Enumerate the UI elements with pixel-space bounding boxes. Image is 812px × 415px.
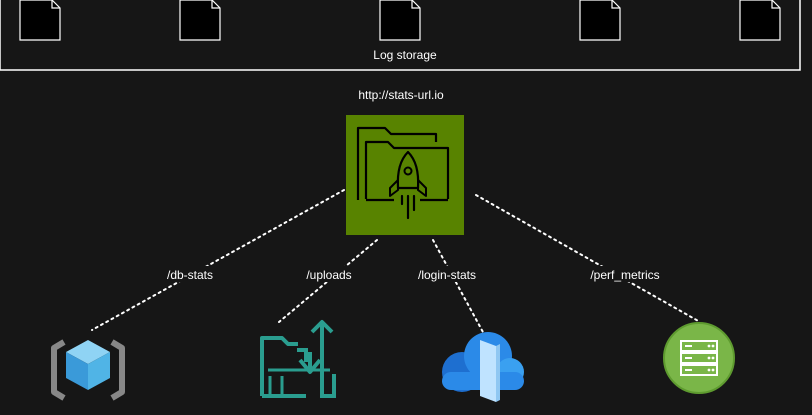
route-label-perf-metrics: /perf_metrics: [590, 268, 659, 282]
cube-icon[interactable]: [51, 339, 125, 401]
file-icon[interactable]: [19, 0, 61, 41]
route-label-login-stats: /login-stats: [418, 268, 476, 282]
service-url-label: http://stats-url.io: [358, 88, 444, 102]
route-label-bg: [303, 266, 355, 282]
edge-db-stats: [91, 189, 345, 331]
cloud-icon[interactable]: [442, 332, 524, 402]
route-label-bg: [588, 266, 662, 282]
file-icon[interactable]: [739, 0, 781, 41]
edge-login-stats: [432, 239, 485, 335]
edge-perf-metrics: [475, 194, 701, 323]
route-label-uploads: /uploads: [306, 268, 351, 282]
folder-rocket-icon[interactable]: [346, 115, 464, 235]
log-storage-container[interactable]: [0, 0, 801, 71]
log-storage-label: Log storage: [373, 48, 437, 62]
file-icon[interactable]: [379, 0, 421, 41]
route-label-bg: [162, 266, 218, 282]
connector-edges: [91, 189, 701, 335]
sftp-icon[interactable]: [260, 320, 336, 398]
file-icon[interactable]: [579, 0, 621, 41]
server-icon[interactable]: [663, 322, 735, 394]
route-label-bg: [414, 266, 480, 282]
route-label-db-stats: /db-stats: [167, 268, 213, 282]
file-icon[interactable]: [179, 0, 221, 41]
